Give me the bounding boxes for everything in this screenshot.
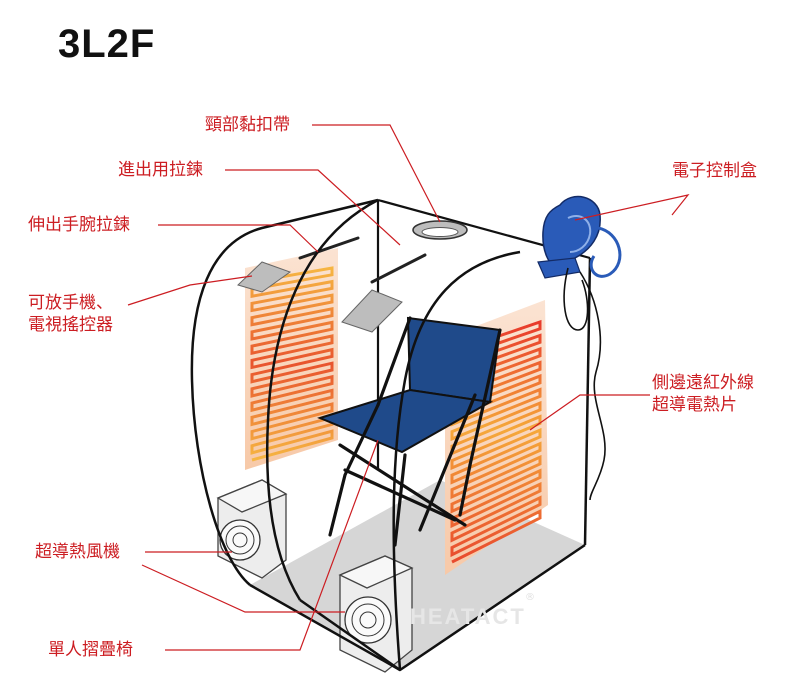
zipper-bars: [298, 236, 427, 284]
leader-chair: [165, 439, 379, 651]
label-side-heater-line1: 側邊遠紅外線: [652, 373, 754, 393]
tent-frame: [190, 198, 592, 672]
label-phone-holder: 可放手機、 電視搖控器: [28, 292, 113, 336]
label-entry-zipper: 進出用拉鍊: [118, 160, 203, 180]
label-neck-velcro: 頸部黏扣帶: [205, 115, 290, 135]
registered-mark: ®: [525, 592, 535, 603]
heat-fan-back: [216, 479, 288, 579]
label-wrist-zipper: 伸出手腕拉鍊: [28, 215, 130, 235]
leader-entry: [225, 169, 401, 246]
label-side-heater: 側邊遠紅外線 超導電熱片: [652, 372, 754, 416]
leader-wrist: [158, 224, 319, 253]
control-box: [537, 195, 622, 501]
phone-pocket-left: [237, 261, 292, 293]
neck-velcro-ring: [412, 220, 468, 240]
leader-control: [574, 194, 690, 221]
leader-fan-2: [141, 564, 345, 613]
folding-chair: [317, 316, 502, 547]
label-folding-chair: 單人摺疊椅: [48, 640, 133, 660]
label-phone-holder-line1: 可放手機、: [28, 293, 113, 313]
leader-heater: [529, 394, 650, 431]
leader-phone: [127, 275, 253, 306]
label-control-box: 電子控制盒: [672, 161, 757, 181]
heating-coil: [250, 266, 334, 462]
heating-coil: [450, 319, 542, 564]
heatact-watermark: HEATACT: [410, 604, 526, 629]
phone-pocket-right: [341, 289, 403, 333]
label-heat-fan: 超導熱風機: [35, 542, 120, 562]
label-side-heater-line2: 超導電熱片: [652, 395, 737, 415]
leader-lines: [127, 124, 690, 651]
leader-neck: [312, 124, 441, 223]
label-phone-holder-line2: 電視搖控器: [28, 315, 113, 335]
model-title: 3L2F: [58, 22, 156, 66]
